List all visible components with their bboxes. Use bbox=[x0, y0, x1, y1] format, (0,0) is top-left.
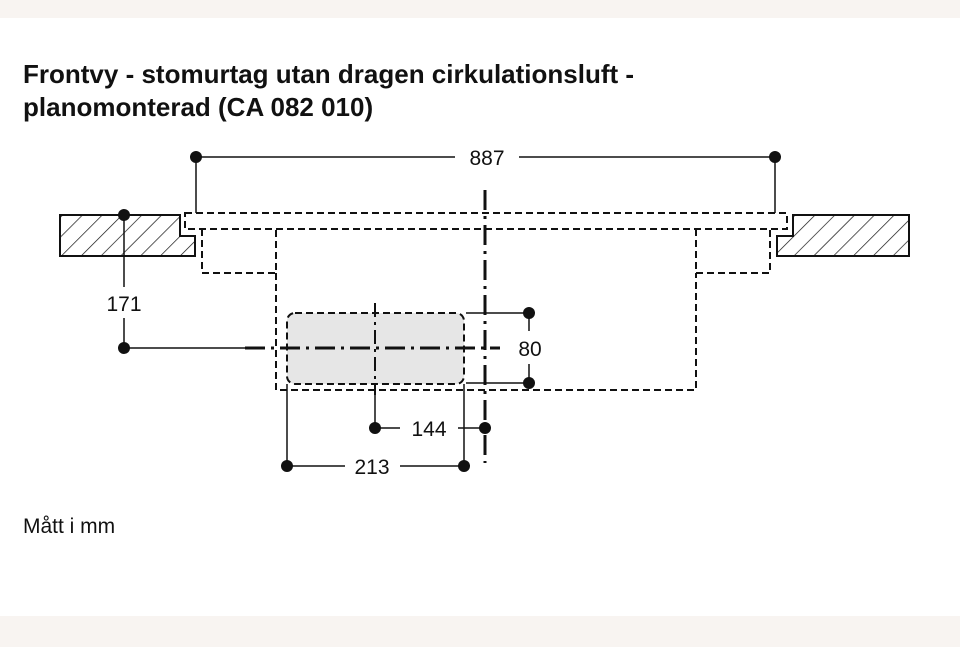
dimension-label-80: 80 bbox=[518, 338, 541, 361]
dimension-center-offset: 144 bbox=[369, 395, 491, 441]
dimension-label-171: 171 bbox=[106, 293, 141, 316]
title-line-2: planomonterad (CA 082 010) bbox=[23, 92, 374, 122]
dimension-label-887: 887 bbox=[469, 147, 504, 170]
mounting-bracket-left bbox=[201, 229, 277, 274]
dimension-label-213: 213 bbox=[354, 456, 389, 479]
units-note: Mått i mm bbox=[23, 515, 116, 538]
title-line-1: Frontvy - stomurtag utan dragen cirkulat… bbox=[23, 59, 635, 89]
worktop-right bbox=[776, 214, 910, 257]
dimension-vertical-size: 80 bbox=[466, 307, 542, 389]
dimension-cutout-width: 213 bbox=[281, 384, 470, 479]
page-title: Frontvy - stomurtag utan dragen cirkulat… bbox=[23, 58, 923, 124]
drawing-sheet bbox=[0, 18, 960, 616]
fan-housing-outline bbox=[275, 273, 697, 391]
mounting-bracket-right bbox=[695, 229, 771, 274]
dimension-label-144: 144 bbox=[411, 418, 446, 441]
dimension-height-offset: 171 bbox=[106, 209, 245, 354]
dimension-overall-width: 887 bbox=[190, 147, 781, 213]
worktop-left bbox=[59, 214, 196, 257]
